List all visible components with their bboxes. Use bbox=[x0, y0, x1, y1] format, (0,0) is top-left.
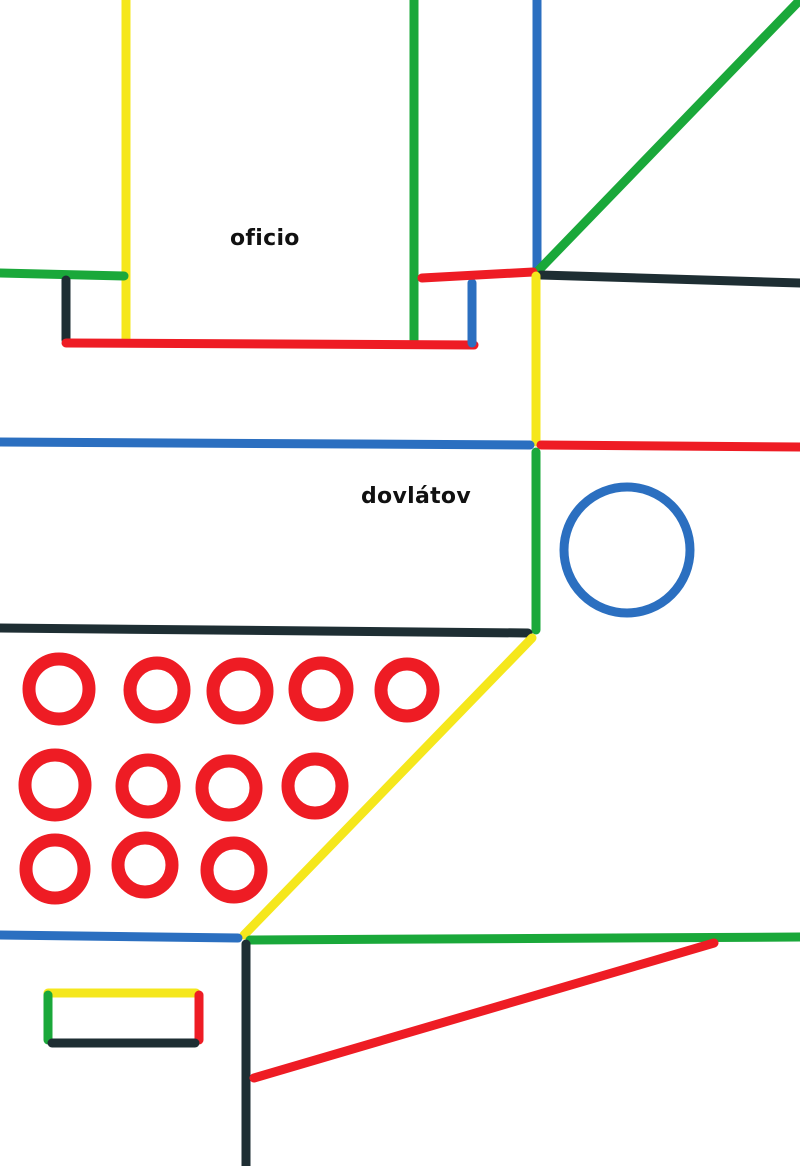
red-circle bbox=[374, 657, 440, 723]
red-circle bbox=[22, 652, 96, 726]
circle-blue bbox=[559, 482, 695, 618]
red-circle bbox=[123, 656, 191, 724]
red-circle bbox=[111, 831, 179, 899]
line-blue-lower-horizontal bbox=[0, 930, 243, 943]
author-label: dovlátov bbox=[361, 484, 471, 509]
line-red-upper-right bbox=[417, 267, 538, 283]
line-red-middle-right bbox=[536, 440, 800, 452]
red-circle-grid bbox=[18, 652, 440, 905]
red-circle bbox=[195, 754, 263, 822]
line-yellow-diagonal bbox=[239, 633, 537, 940]
line-black-middle-horizontal bbox=[0, 623, 533, 638]
line-green-diagonal-top bbox=[532, 0, 800, 277]
red-circle bbox=[200, 836, 268, 904]
line-black-upper-right bbox=[536, 270, 800, 288]
line-blue-middle-horizontal bbox=[0, 437, 535, 450]
line-red-lower-diagonal bbox=[249, 938, 719, 1083]
line-red-base bbox=[61, 338, 479, 350]
red-circle bbox=[115, 753, 181, 819]
publisher-label: oficio bbox=[230, 226, 300, 251]
line-green-lower-horizontal bbox=[245, 932, 800, 945]
red-circle bbox=[281, 752, 349, 820]
red-circle bbox=[288, 656, 354, 722]
red-circle bbox=[18, 748, 92, 822]
line-green-left-stub bbox=[0, 268, 129, 281]
red-circle bbox=[206, 657, 274, 725]
red-circle bbox=[19, 833, 91, 905]
